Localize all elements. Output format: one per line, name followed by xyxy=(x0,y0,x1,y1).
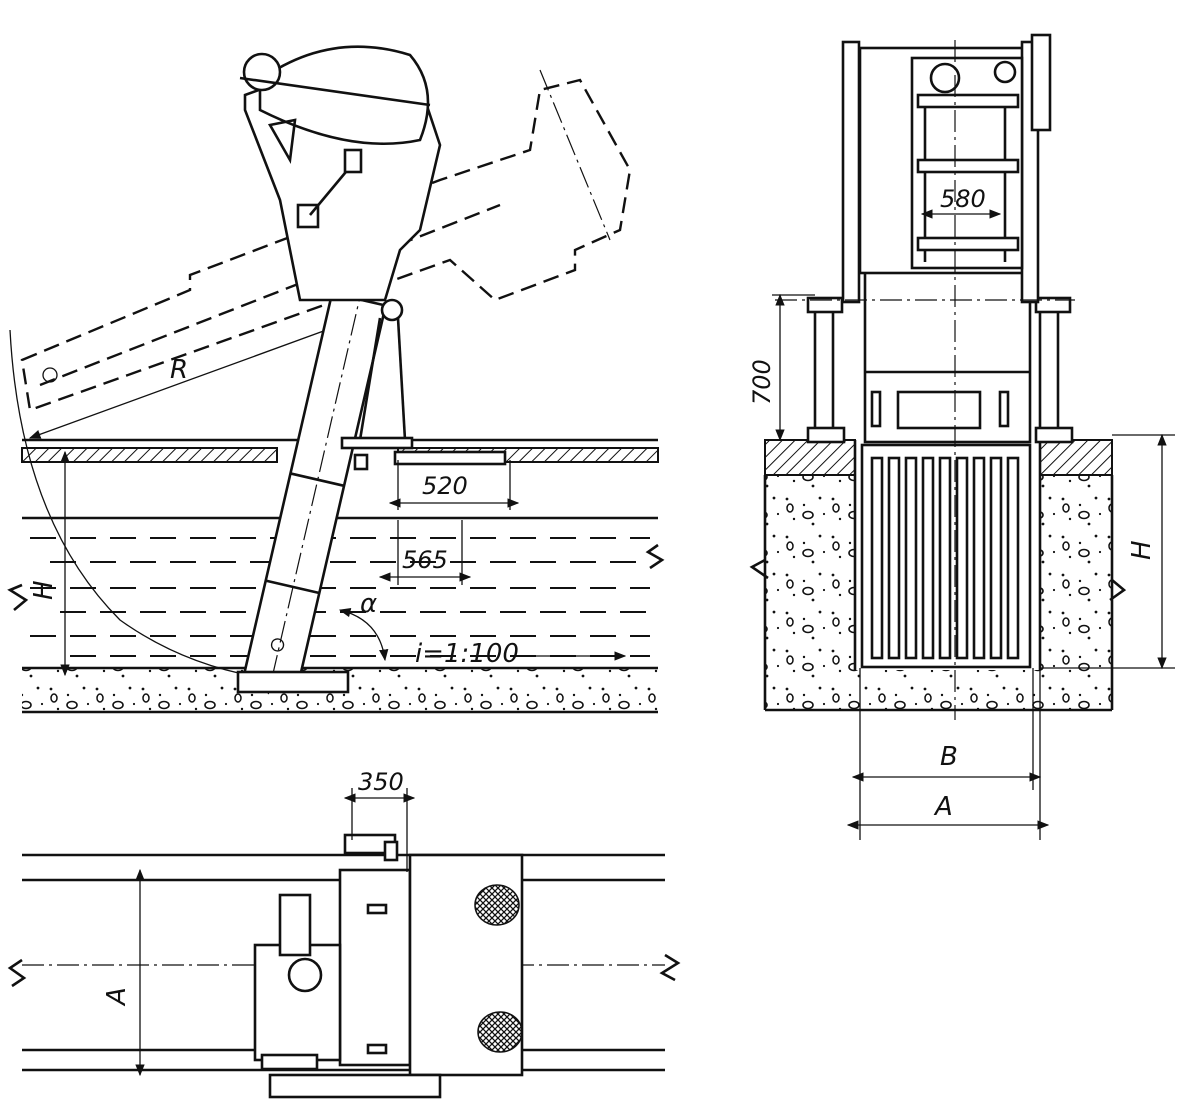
front-soil-left xyxy=(765,475,855,710)
dim-700-label: 700 xyxy=(748,359,776,405)
deck-slab-left xyxy=(21,447,278,463)
side-view: R 520 xyxy=(7,45,665,714)
front-soil-right xyxy=(1040,475,1112,710)
dim-520-label: 520 xyxy=(422,472,468,500)
radius-label: R xyxy=(170,355,188,385)
height-label: H xyxy=(29,580,59,600)
plan-mesh-bottom xyxy=(477,1011,523,1053)
plan-A-label: A xyxy=(102,987,132,1007)
dim-580-label: 580 xyxy=(940,185,986,213)
angle-label: α xyxy=(360,589,377,619)
plan-housing xyxy=(338,868,412,1067)
plan-view: 350 A xyxy=(7,768,681,1099)
nameplate xyxy=(896,390,982,430)
front-deck-left xyxy=(764,439,856,476)
slope-label: i=1:100 xyxy=(415,639,519,669)
raised-rake-outline xyxy=(20,78,632,412)
front-H-label: H xyxy=(1127,540,1157,560)
front-deck-right xyxy=(1039,439,1113,476)
plan-mesh-top xyxy=(474,884,520,926)
front-B-label: B xyxy=(940,742,958,772)
front-A-label: A xyxy=(933,792,953,822)
motor-hood xyxy=(258,45,430,145)
pivot xyxy=(380,298,404,322)
dim-565-label: 565 xyxy=(402,546,448,574)
swing-arc xyxy=(9,329,281,681)
front-view: 580 700 H B A xyxy=(748,33,1175,840)
dim-350-label: 350 xyxy=(358,768,404,796)
angle-arc xyxy=(338,608,389,662)
grille-bars xyxy=(870,456,1020,660)
break-line-left xyxy=(7,583,29,611)
